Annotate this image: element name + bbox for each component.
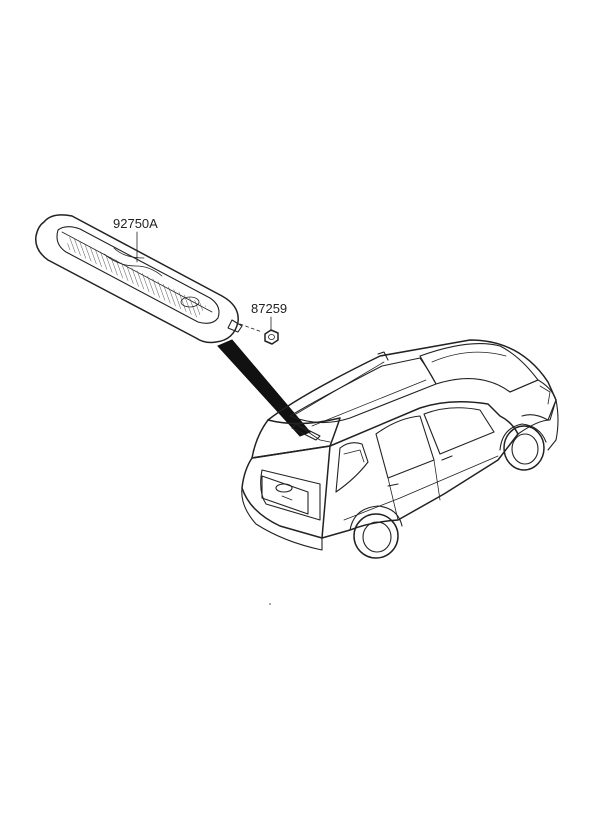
part-label-87259: 87259 (251, 301, 287, 316)
vehicle-illustration (241, 339, 559, 559)
assembly-dash-line (239, 323, 263, 333)
part-label-92750A: 92750A (113, 216, 158, 231)
mounting-nut (264, 329, 279, 345)
stray-mark (269, 603, 271, 605)
mounting-location-pointer (217, 339, 311, 437)
high-mount-stop-lamp (35, 214, 243, 344)
